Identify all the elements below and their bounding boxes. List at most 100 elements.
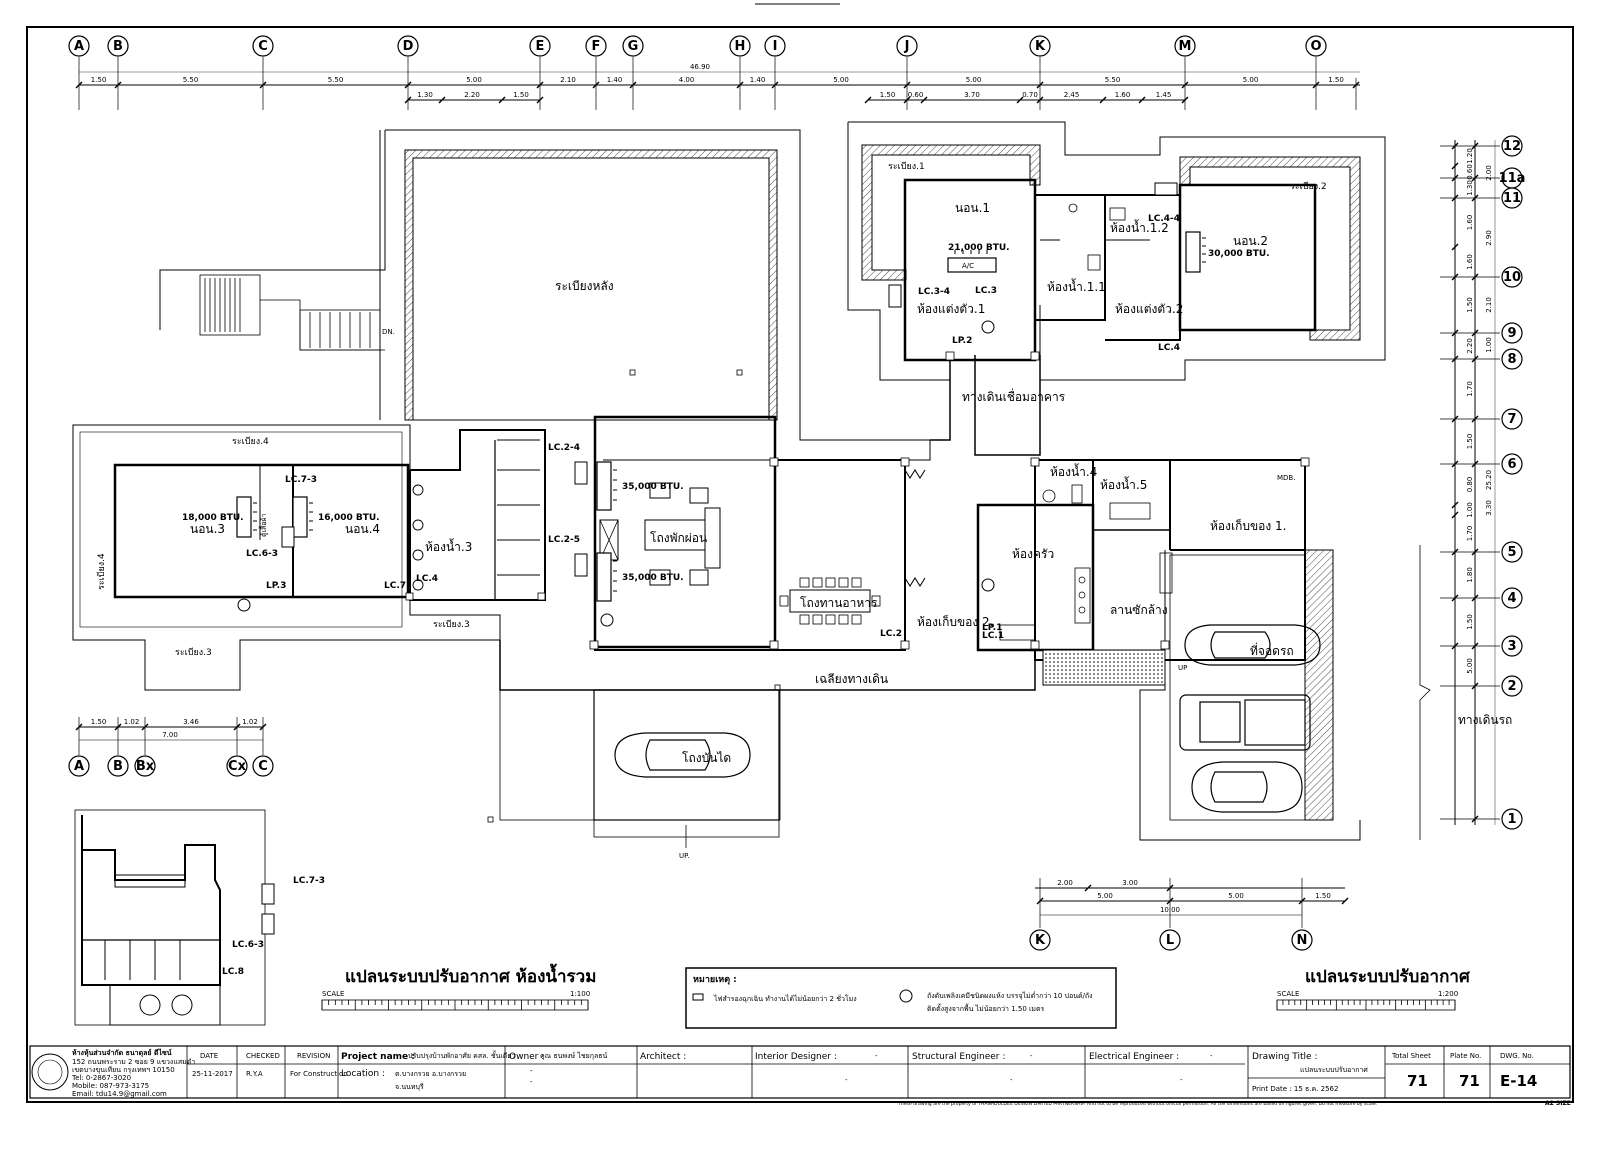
svg-text:-: - [530, 1067, 533, 1075]
svg-text:4.00: 4.00 [679, 76, 695, 84]
grid-bubble-9: 9 [1501, 322, 1523, 344]
svg-text:2.10: 2.10 [560, 76, 576, 84]
svg-text:SCALE: SCALE [1277, 990, 1299, 998]
svg-text:LC.7: LC.7 [384, 581, 406, 591]
room-terrace-1: ระเบียง.1 [888, 161, 925, 172]
svg-text:E: E [536, 39, 545, 54]
grid-bubble-8: 8 [1501, 348, 1523, 370]
svg-text:21,000 BTU.: 21,000 BTU. [948, 243, 1010, 253]
stair [199, 274, 385, 351]
svg-text:1.00: 1.00 [1466, 502, 1474, 518]
svg-text:-: - [1210, 1052, 1213, 1060]
room-dress-1: ห้องแต่งตัว.1 [917, 302, 985, 316]
room-stair-hall: โถงบันได [682, 751, 731, 765]
svg-text:UP: UP [1178, 664, 1187, 672]
svg-text:5: 5 [1507, 545, 1516, 560]
svg-text:25-11-2017: 25-11-2017 [192, 1070, 233, 1078]
svg-text:-: - [875, 1052, 878, 1060]
svg-text:30,000 BTU.: 30,000 BTU. [1208, 249, 1270, 259]
svg-text:2.90: 2.90 [1485, 230, 1493, 246]
svg-text:LP.3: LP.3 [266, 581, 286, 591]
svg-text:LC.2: LC.2 [880, 629, 902, 639]
svg-text:25.20: 25.20 [1485, 470, 1493, 490]
controller-boxes [281, 182, 1178, 577]
svg-text:Total Sheet: Total Sheet [1391, 1052, 1431, 1060]
svg-text:1.60: 1.60 [1466, 215, 1474, 231]
room-terrace-4: ระเบียง.4 [232, 436, 269, 447]
svg-text:LP.2: LP.2 [952, 336, 972, 346]
svg-text:2.00: 2.00 [1485, 165, 1493, 181]
svg-text:1:100: 1:100 [570, 990, 590, 998]
svg-text:Owner :: Owner : [509, 1052, 544, 1062]
svg-text:1.00: 1.00 [1485, 337, 1493, 353]
svg-text:3: 3 [1507, 639, 1516, 654]
svg-text:1.45: 1.45 [1156, 91, 1172, 99]
svg-text:5.50: 5.50 [328, 76, 344, 84]
svg-text:1.60: 1.60 [1115, 91, 1131, 99]
svg-text:J: J [904, 39, 910, 54]
svg-text:C: C [258, 39, 268, 54]
svg-text:แปลนระบบปรับอากาศ: แปลนระบบปรับอากาศ [1300, 1066, 1368, 1074]
svg-text:H: H [735, 39, 746, 54]
svg-text:1.30: 1.30 [417, 91, 433, 99]
room-bath-1-2: ห้องน้ำ.1.2 [1110, 219, 1169, 235]
grid-bubble-A: A [68, 35, 90, 57]
svg-text:0.70: 0.70 [1022, 91, 1038, 99]
grid-bubble-small-B: B [107, 755, 129, 777]
svg-text:Print Date : 15 ธ.ค. 2562: Print Date : 15 ธ.ค. 2562 [1252, 1085, 1338, 1093]
svg-text:1.20: 1.20 [1466, 148, 1474, 164]
svg-text:DN.: DN. [382, 328, 395, 336]
svg-text:11: 11 [1503, 191, 1521, 206]
svg-text:0.60: 0.60 [908, 91, 924, 99]
room-bath-4: ห้องน้ำ.4 [1050, 463, 1097, 479]
svg-text:Cx: Cx [228, 759, 247, 774]
svg-text:LC.3-4: LC.3-4 [918, 287, 950, 297]
grid-bubble-3: 3 [1501, 635, 1523, 657]
svg-text:1.70: 1.70 [1466, 526, 1474, 542]
svg-text:Plate No.: Plate No. [1450, 1052, 1481, 1060]
svg-text:1.50: 1.50 [1328, 76, 1344, 84]
main-plan-title: แปลนระบบปรับอากาศ [1305, 967, 1471, 987]
svg-text:35,000 BTU.: 35,000 BTU. [622, 573, 684, 583]
grid-bubble-E: E [529, 35, 551, 57]
svg-text:5.50: 5.50 [183, 76, 199, 84]
grid-bubble-C: C [252, 35, 274, 57]
svg-text:LC.6-3: LC.6-3 [246, 549, 278, 559]
svg-text:DATE: DATE [200, 1052, 218, 1060]
room-bed-2: นอน.2 [1233, 234, 1268, 248]
svg-text:ติดตั้งสูงจากพื้น ไม่น้อยกว่า: ติดตั้งสูงจากพื้น ไม่น้อยกว่า 1.50 เมตร [927, 1002, 1045, 1013]
room-dress-2: ห้องแต่งตัว.2 [1115, 302, 1183, 316]
svg-text:3.46: 3.46 [183, 718, 199, 726]
svg-text:M: M [1179, 39, 1192, 54]
svg-text:1.02: 1.02 [124, 718, 140, 726]
svg-text:DWG. No.: DWG. No. [1500, 1052, 1534, 1060]
grid-bubble-O: O [1305, 35, 1327, 57]
svg-text:LC.4-4: LC.4-4 [1148, 214, 1180, 224]
car-icon [1184, 624, 1321, 666]
svg-text:1.50: 1.50 [91, 718, 107, 726]
main-plan [72, 121, 1431, 848]
svg-text:จ.นนทบุรี: จ.นนทบุรี [395, 1083, 424, 1091]
svg-text:D: D [403, 39, 414, 54]
svg-text:11a: 11a [1499, 171, 1526, 186]
svg-text:46.90: 46.90 [690, 63, 710, 71]
grid-bubble-J: J [896, 35, 918, 57]
room-storage-1: ห้องเก็บของ 1. [1210, 518, 1287, 533]
grid-bubble-F: F [585, 35, 607, 57]
svg-text:1.50: 1.50 [880, 91, 896, 99]
plate-no: 71 [1459, 1072, 1480, 1090]
svg-text:1.30: 1.30 [1466, 180, 1474, 196]
room-parking: ที่จอดรถ [1250, 642, 1294, 658]
svg-text:C: C [258, 759, 268, 774]
svg-text:152 ถนนพระราม 2 ซอย 9 แขวงแสมด: 152 ถนนพระราม 2 ซอย 9 แขวงแสมดำ [72, 1058, 195, 1066]
grid-bubble-br-K: K [1029, 929, 1051, 951]
svg-text:12: 12 [1503, 139, 1521, 154]
svg-text:I: I [773, 39, 778, 54]
room-living: โถงพักผ่อน [650, 531, 707, 545]
svg-text:3.30: 3.30 [1485, 500, 1493, 516]
grid-bubble-11a: 11a [1499, 167, 1526, 189]
svg-text:A: A [74, 39, 84, 54]
